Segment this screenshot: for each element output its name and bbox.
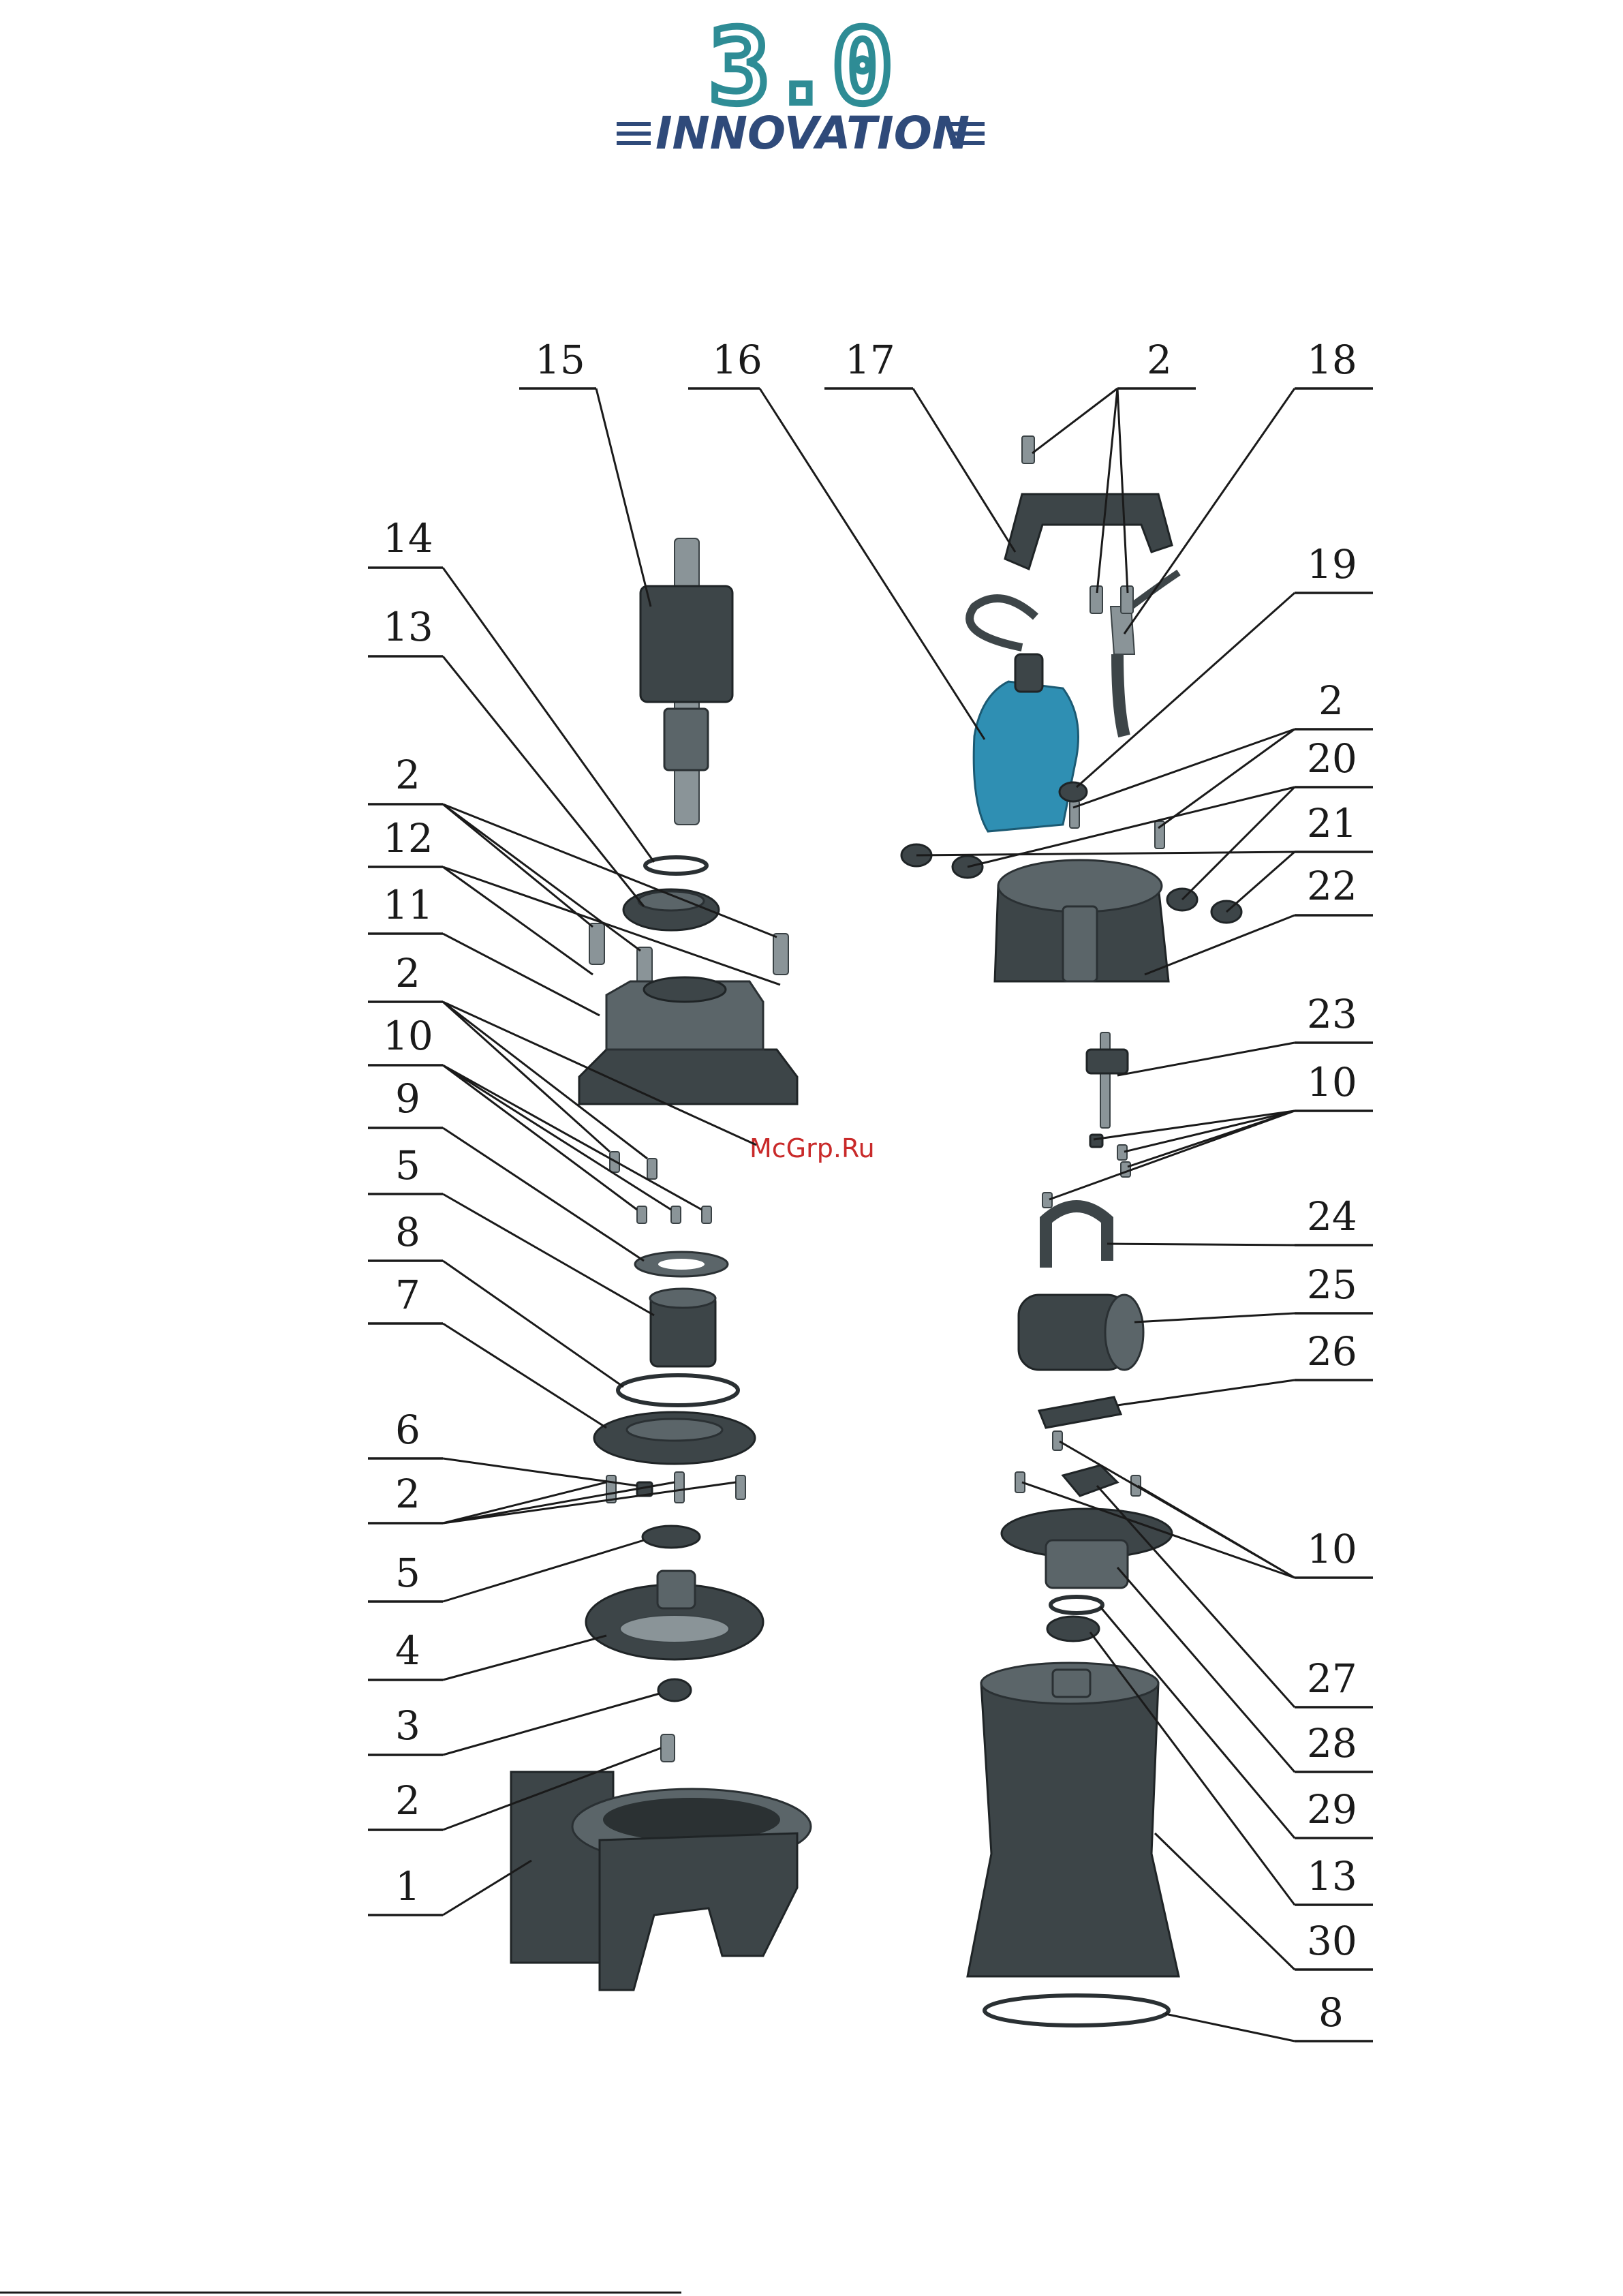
- callout-left: 15: [519, 337, 651, 607]
- part-rotor-shaft: [640, 538, 732, 825]
- callout-label: 28: [1307, 1720, 1357, 1766]
- callout-label: 6: [395, 1407, 420, 1453]
- callout-left: 1: [368, 1861, 531, 1915]
- part-capacitor-bracket-24: [1046, 1206, 1107, 1268]
- callout-label: 13: [383, 604, 433, 650]
- callout-left: 14: [368, 515, 654, 862]
- callout-label: 14: [383, 515, 433, 562]
- callout-label: 23: [1307, 991, 1357, 1037]
- callout-label: 13: [1307, 1853, 1357, 1899]
- callout-label: 3: [395, 1702, 420, 1749]
- callout-label: 8: [395, 1209, 420, 1255]
- callout-right: 22: [1145, 863, 1373, 975]
- callout-label: 10: [1307, 1059, 1357, 1105]
- part-motor-cover-22: [995, 860, 1169, 981]
- callout-label: 30: [1307, 1918, 1357, 1964]
- part-capacitor-clip-26: [1039, 1397, 1121, 1428]
- callout-label: 5: [395, 1142, 420, 1189]
- part-upper-housing-11: [579, 977, 797, 1104]
- callouts-left: 15 14 13 2 12 11: [368, 337, 780, 1915]
- part-circlip-14: [645, 857, 707, 874]
- callout-right: 17: [824, 337, 1015, 552]
- callout-label: 25: [1307, 1261, 1357, 1308]
- part-seal-cover-7: [594, 1412, 755, 1464]
- callout-label: 18: [1307, 337, 1357, 383]
- callout-label: 12: [383, 815, 433, 861]
- part-motor-housing-30: [968, 1663, 1179, 1976]
- callout-label: 2: [395, 752, 420, 798]
- callout-label: 15: [535, 337, 585, 383]
- callout-label: 1: [395, 1863, 420, 1910]
- logo-word: INNOVATION: [655, 107, 970, 159]
- part-capacitor-terminal-23: [1087, 1032, 1128, 1128]
- callout-label: 22: [1307, 863, 1357, 909]
- callout-label: 21: [1307, 800, 1357, 846]
- callout-right: 8: [1165, 1989, 1373, 2041]
- callout-label: 19: [1307, 541, 1357, 587]
- callout-right: 10: [1049, 1059, 1373, 1199]
- callout-right: 24: [1107, 1193, 1373, 1245]
- callout-label: 7: [395, 1272, 420, 1318]
- callout-label: 27: [1307, 1655, 1357, 1702]
- part-o-ring-8-left: [618, 1375, 738, 1405]
- callout-right: 26: [1117, 1328, 1373, 1405]
- callout-label: 10: [1307, 1526, 1357, 1572]
- callout-label: 2: [395, 950, 420, 996]
- callout-label: 9: [395, 1075, 420, 1122]
- part-mechanical-seal-5-lower: [643, 1526, 700, 1548]
- part-circlip-29: [1051, 1597, 1102, 1613]
- callout-right: 2: [1032, 337, 1196, 593]
- part-bearing-13-bottom: [1047, 1617, 1099, 1641]
- callout-label: 8: [1318, 1989, 1344, 2036]
- callout-label: 2: [1147, 337, 1172, 383]
- callout-label: 16: [712, 337, 762, 383]
- callout-label: 11: [383, 882, 433, 928]
- logo-speed-lines-left: [617, 124, 651, 143]
- part-nut-3: [658, 1679, 691, 1701]
- part-mechanical-seal-5-upper: [650, 1289, 715, 1366]
- callout-label: 4: [395, 1627, 420, 1674]
- callout-left: 4: [368, 1627, 606, 1680]
- part-impeller-4: [586, 1571, 763, 1659]
- watermark: McGrp.Ru: [749, 1133, 875, 1163]
- brand-logo: 3.0 INNOVATION: [617, 8, 985, 159]
- callout-label: 2: [395, 1471, 420, 1517]
- part-pump-base-1: [511, 1772, 811, 1990]
- callout-left: 3: [368, 1694, 660, 1755]
- part-cable-grommet-19: [1060, 782, 1087, 801]
- part-capacitor-25: [1019, 1295, 1143, 1370]
- callout-label: 20: [1307, 735, 1357, 782]
- callout-label: 2: [395, 1777, 420, 1824]
- part-bolt-2-lower: [661, 1734, 675, 1762]
- callout-right: 25: [1134, 1261, 1373, 1322]
- callout-label: 26: [1307, 1328, 1357, 1375]
- callout-label: 2: [1318, 677, 1344, 724]
- callout-left: 5: [368, 1540, 644, 1602]
- callout-label: 24: [1307, 1193, 1357, 1240]
- callout-label: 10: [383, 1013, 433, 1059]
- callout-label: 5: [395, 1550, 420, 1596]
- callout-label: 29: [1307, 1786, 1357, 1833]
- part-bearing-housing-28: [1002, 1509, 1172, 1588]
- callout-label: 17: [845, 337, 895, 383]
- part-seal-plate-9: [635, 1252, 728, 1276]
- part-o-ring-8-right: [985, 1995, 1169, 2025]
- part-handle-17: [1005, 494, 1172, 569]
